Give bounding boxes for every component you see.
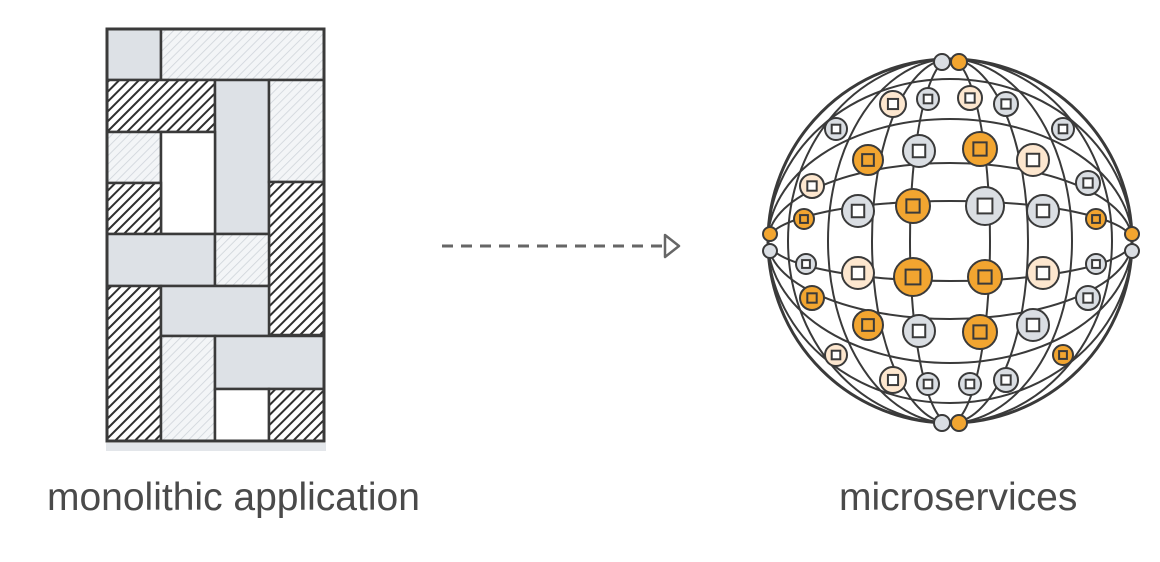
service-node: [795, 253, 817, 275]
service-node: [1124, 243, 1140, 259]
service-node: [958, 372, 982, 396]
service-node: [852, 144, 884, 176]
service-node: [893, 257, 933, 297]
service-node: [799, 285, 825, 311]
monolith-cell: [159, 27, 326, 82]
service-node: [993, 91, 1019, 117]
service-node: [852, 309, 884, 341]
monolith-cell: [213, 387, 271, 443]
service-node: [1075, 170, 1101, 196]
service-node: [799, 173, 825, 199]
monolith-cell: [267, 180, 326, 337]
service-node: [1085, 253, 1107, 275]
service-node: [879, 366, 907, 394]
service-node: [1016, 308, 1050, 342]
service-node: [933, 53, 951, 71]
monolith-cell: [159, 334, 217, 443]
monolith-block-icon: [105, 27, 326, 451]
monolith-cell: [159, 284, 271, 338]
dashed-arrow-right-icon: [442, 233, 681, 259]
service-node: [993, 367, 1019, 393]
service-node: [895, 188, 931, 224]
monolith-cell: [213, 334, 326, 391]
service-node: [1026, 194, 1060, 228]
service-node: [1085, 208, 1107, 230]
service-node: [1026, 256, 1060, 290]
service-node: [762, 226, 778, 242]
service-node: [1016, 143, 1050, 177]
monolith-cell: [159, 130, 217, 236]
monolith-cell: [105, 130, 163, 185]
service-node: [1075, 285, 1101, 311]
service-node: [1052, 344, 1074, 366]
monolith-cell: [267, 387, 326, 443]
service-node: [950, 53, 968, 71]
service-node: [841, 194, 875, 228]
monolith-cell: [267, 78, 326, 184]
monolith-cell: [105, 232, 217, 288]
monolith-cell: [213, 232, 271, 288]
service-node: [1051, 117, 1075, 141]
microservices-label: microservices: [839, 476, 1078, 519]
service-node: [962, 131, 998, 167]
service-node: [916, 87, 940, 111]
service-node: [902, 314, 936, 348]
globe-outline: [766, 57, 1134, 425]
service-node: [962, 314, 998, 350]
service-node: [950, 414, 968, 432]
service-node: [967, 259, 1003, 295]
monolith-outline: [105, 27, 326, 443]
service-node: [916, 372, 940, 396]
service-node: [933, 414, 951, 432]
monolith-cell: [105, 181, 163, 236]
monolith-cell: [105, 78, 217, 134]
service-node: [902, 134, 936, 168]
service-node: [957, 85, 983, 111]
service-node: [1124, 226, 1140, 242]
monolith-cell: [105, 27, 163, 82]
service-node: [793, 208, 815, 230]
monolith-cell: [105, 284, 163, 443]
service-node: [824, 343, 848, 367]
microservices-globe-icon: [762, 53, 1140, 432]
service-node: [879, 90, 907, 118]
service-node: [841, 256, 875, 290]
monolithic-application-label: monolithic application: [47, 476, 420, 519]
service-node: [824, 117, 848, 141]
service-node: [965, 186, 1005, 226]
service-node: [762, 243, 778, 259]
monolith-cell: [213, 78, 271, 236]
